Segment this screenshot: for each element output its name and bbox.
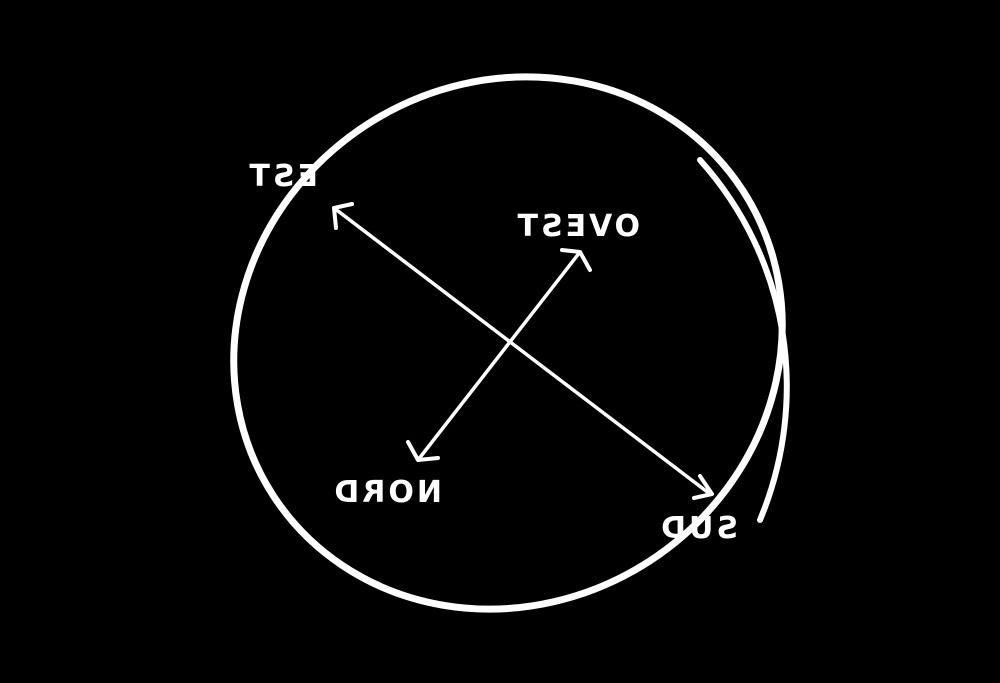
label-ovest: OVEST: [515, 209, 640, 244]
arrowhead-ovest: [560, 248, 592, 272]
arrow-nord-ovest: [406, 248, 592, 462]
label-est: EST: [246, 159, 318, 194]
arrowhead-sud: [692, 474, 714, 500]
label-nord: NORD: [331, 475, 442, 510]
label-sud: SUD: [658, 511, 738, 546]
arrow-est-sud: [332, 202, 714, 500]
compass-oval: [230, 73, 790, 613]
arrowhead-est: [332, 202, 354, 230]
arrowhead-nord: [406, 440, 440, 462]
